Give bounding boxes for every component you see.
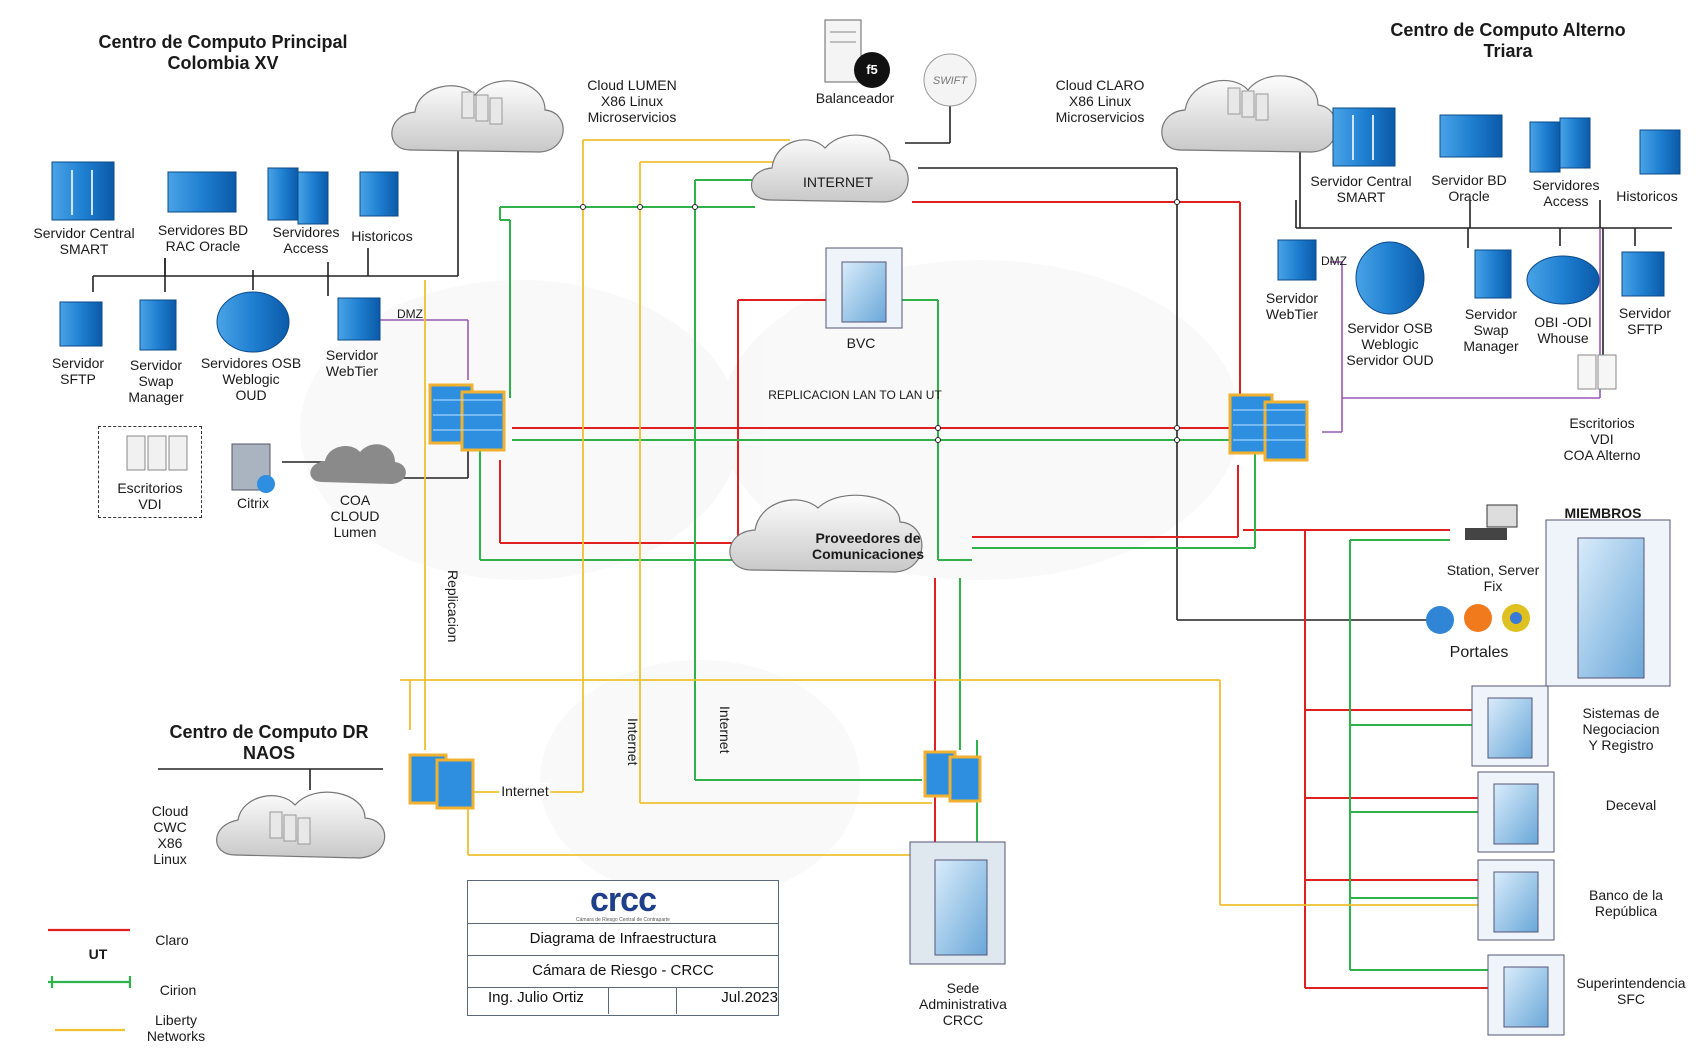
- f5-logo-text: f5: [866, 62, 878, 77]
- internet-dr-label: Internet: [499, 783, 551, 799]
- principal-dmz-label: DMZ: [397, 307, 423, 321]
- crcc-logo-subtitle: Cámara de Riesgo Central de Contraparte: [576, 917, 670, 923]
- internet-vertical-label-2: Internet: [717, 706, 733, 754]
- title-block: crcc Cámara de Riesgo Central de Contrap…: [467, 880, 779, 1016]
- alterno-dmz-label: DMZ: [1321, 254, 1347, 268]
- citrix-label: Citrix: [237, 495, 269, 511]
- building-icons: [825, 247, 1671, 1036]
- titleblock-row-2: Cámara de Riesgo - CRCC: [468, 955, 778, 986]
- internet-cloud-label: INTERNET: [803, 174, 873, 190]
- legend-ut: UT: [88, 946, 108, 962]
- bvc-label: BVC: [846, 335, 876, 351]
- titleblock-row-1: Diagrama de Infraestructura: [468, 923, 778, 954]
- crcc-logo: crcc: [590, 881, 657, 919]
- titleblock-date: Jul.2023: [721, 989, 778, 1006]
- legend-swatches: [48, 928, 132, 1032]
- miembros-title: MIEMBROS: [1564, 505, 1642, 521]
- legend-claro: Claro: [155, 932, 189, 948]
- titleblock-divider-2: [676, 988, 677, 1014]
- coa-cloud-shape: [310, 444, 406, 484]
- principal-historicos-label: Historicos: [351, 228, 413, 244]
- titleblock-author: Ing. Julio Ortiz: [488, 989, 584, 1006]
- device-icons: [126, 19, 1617, 634]
- titleblock-row-3: Ing. Julio Ortiz Jul.2023: [468, 987, 778, 1014]
- replicacion-vertical-label: Replicacion: [445, 570, 461, 643]
- swift-logo-text: SWIFT: [932, 75, 968, 87]
- internet-vertical-label-1: Internet: [625, 718, 641, 766]
- liberty-lines: [400, 139, 1480, 906]
- firewall-icons: [408, 383, 1309, 810]
- titleblock-divider-1: [608, 988, 609, 1014]
- server-icons: [51, 107, 1681, 353]
- balanceador-label: Balanceador: [815, 90, 895, 106]
- legend-cirion: Cirion: [159, 982, 197, 998]
- claro-lines: [499, 201, 1488, 989]
- alterno-historicos-label: Historicos: [1616, 188, 1678, 204]
- deceval-label: Deceval: [1605, 797, 1657, 813]
- portales-label: Portales: [1449, 644, 1509, 661]
- replicacion-lan-label: REPLICACION LAN TO LAN UT: [768, 388, 942, 402]
- principal-vdi-box: [98, 426, 202, 518]
